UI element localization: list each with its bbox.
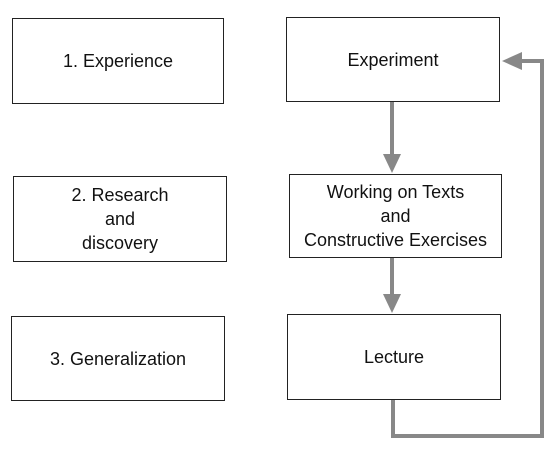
arrow-working-to-lecture-head xyxy=(383,294,401,313)
stage-research-line-2: and xyxy=(104,209,136,229)
arrow-feedback-loop-shaft xyxy=(391,59,544,438)
experiment-label: Experiment xyxy=(347,49,439,70)
lecture-box: Lecture xyxy=(287,314,501,400)
stage-experience-label: 1. Experience xyxy=(62,51,174,71)
experiment-box: Experiment xyxy=(286,17,500,102)
stage-research-box: 2. Research and discovery xyxy=(13,176,227,262)
arrow-feedback-loop-head xyxy=(502,52,522,70)
stage-generalization-label: 3. Generalization xyxy=(49,348,187,369)
working-line-1: Working on Texts xyxy=(326,182,465,202)
working-line-2: and xyxy=(380,206,411,226)
working-on-texts-box: Working on Texts and Constructive Exerci… xyxy=(289,174,502,258)
stage-research-line-1: 2. Research xyxy=(71,185,169,205)
stage-generalization-box: 3. Generalization xyxy=(11,316,225,401)
arrow-experiment-to-working-head xyxy=(383,154,401,173)
lecture-label: Lecture xyxy=(363,347,425,367)
stage-experience-box: 1. Experience xyxy=(12,18,224,104)
stage-research-line-3: discovery xyxy=(81,233,159,253)
working-line-3: Constructive Exercises xyxy=(303,230,488,250)
